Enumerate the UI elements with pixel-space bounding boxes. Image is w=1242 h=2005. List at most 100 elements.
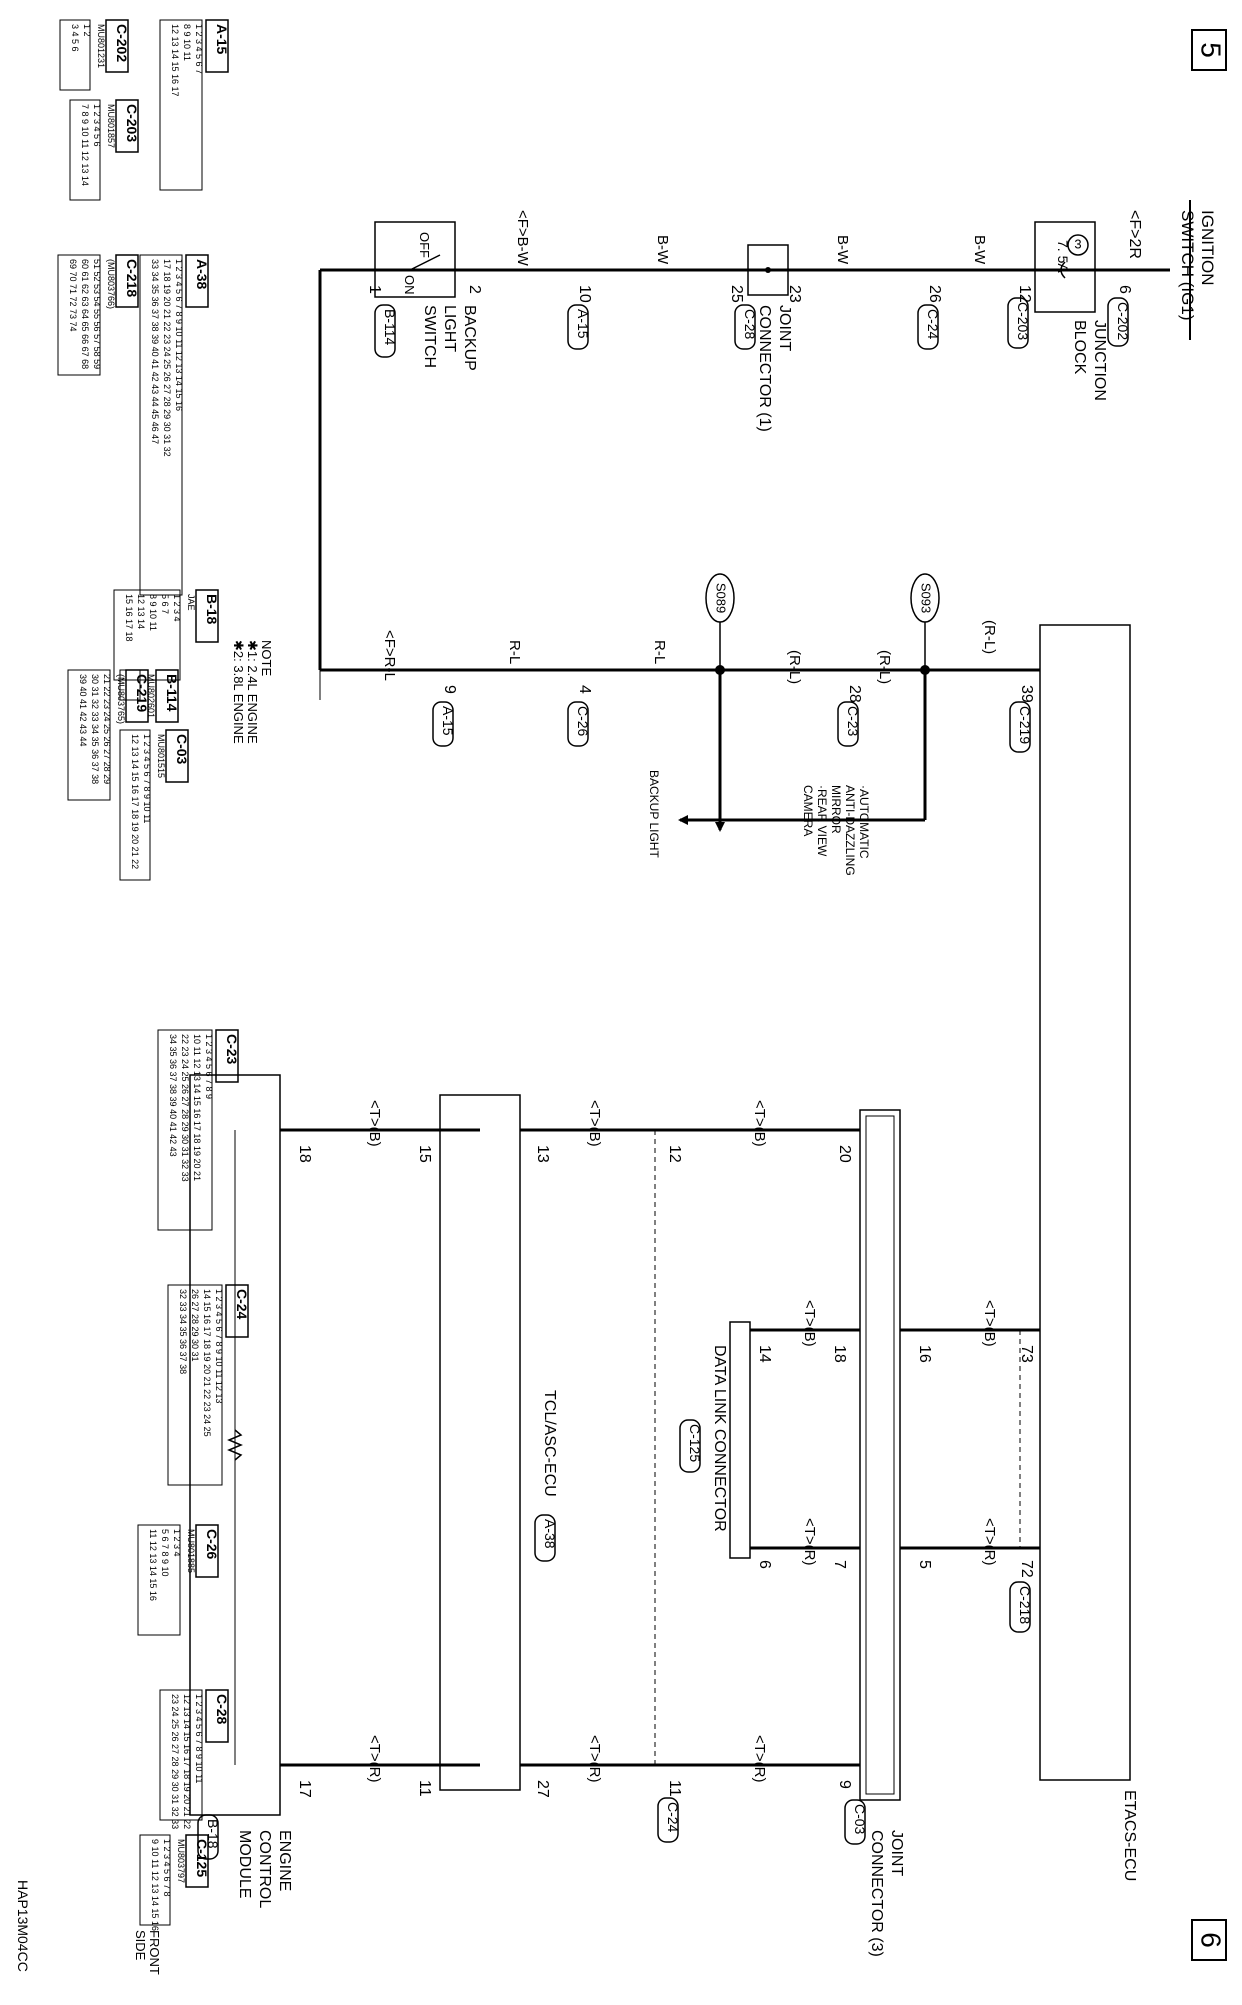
junction-block: 3 7. 5A JUNCTION BLOCK [1034, 221, 1108, 401]
page-number-top: 5 [1191, 29, 1227, 71]
pin-18b-label: 18 [296, 1145, 313, 1163]
svg-text:MODULE: MODULE [236, 1830, 253, 1898]
legend-pin-row: 60 61 62 63 64 65 66 67 68 [80, 259, 90, 369]
svg-text:JUNCTION: JUNCTION [1091, 320, 1108, 401]
legend-c219: C-219(MU803765)21 22 23 24 25 26 27 28 2… [67, 669, 150, 801]
legend-pin-row: 69 70 71 72 73 74 [68, 259, 78, 332]
note-block: NOTE ✱1: 2.4L ENGINE ✱2: 3.8L ENGINE [231, 640, 274, 744]
svg-text:3: 3 [1074, 236, 1081, 251]
pin-12b-label: 12 [666, 1145, 683, 1163]
wire-color-fbw: <F>B-W [514, 210, 531, 267]
connector-tag-b114: B-114 [374, 304, 398, 358]
svg-text:·REAR VIEW: ·REAR VIEW [815, 785, 829, 857]
pin-9b-label: 9 [836, 1780, 853, 1789]
legend-part-number: MU801885 [186, 1529, 196, 1573]
pin-15-label: 15 [416, 1145, 433, 1163]
legend-title: C-218 [124, 259, 140, 297]
pin-25-label: 25 [728, 285, 745, 303]
svg-text:ENGINE: ENGINE [276, 1830, 293, 1891]
svg-text:SWITCH: SWITCH [421, 305, 438, 368]
connector-tag-a15-right: A-15 [432, 701, 456, 747]
connector-tag-c125-main: C-125 [679, 1419, 703, 1473]
legend-part-number: MU803797 [176, 1839, 186, 1883]
legend-connector-face [69, 99, 101, 201]
pin-7-label: 7 [831, 1560, 848, 1569]
legend-title: A-15 [214, 24, 230, 55]
legend-connector-face [167, 1284, 223, 1486]
svg-text:ON: ON [402, 275, 417, 295]
pin-28-label: 28 [846, 685, 863, 703]
legend-title: C-202 [114, 24, 130, 62]
pin-10-label: 10 [576, 285, 593, 303]
connector-tag-a38: A-38 [534, 1514, 558, 1562]
legend-title: C-03 [174, 734, 190, 765]
connector-tag-c218: C-218 [1009, 1581, 1033, 1633]
fuse-icon [1060, 261, 1066, 279]
legend-part-number: MU802601 [146, 674, 156, 718]
legend-pin-row: 32 33 34 35 36 37 38 [178, 1289, 188, 1374]
legend-title: C-23 [224, 1034, 240, 1065]
legend-part-number: MU801857 [106, 104, 116, 148]
legend-connector-face [67, 669, 111, 801]
legend-pin-row: 1 2 3 4 5 6 7 8 9 10 11 [142, 734, 152, 823]
pin-26-label: 26 [926, 285, 943, 303]
pin-9-label: 9 [441, 685, 458, 694]
legend-connector-face [139, 1834, 171, 1926]
svg-text:✱2: 3.8L ENGINE: ✱2: 3.8L ENGINE [231, 640, 246, 744]
wire-color-tb-2: <T>(B) [801, 1300, 818, 1347]
legend-title: C-28 [214, 1694, 230, 1725]
legend-c218: C-218(MU803766)51 52 53 54 55 56 57 58 5… [57, 254, 140, 376]
legend-pin-row: 51 52 53 54 55 56 57 58 59 [92, 259, 102, 369]
legend-pin-row: 33 34 35 36 37 38 39 40 41 42 43 44 45 4… [150, 259, 160, 444]
legend-c23: C-231 2 3 4 5 6 7 8 910 11 12 13 14 15 1… [157, 1029, 240, 1231]
wire-color-tr-4: <T>(R) [586, 1735, 603, 1783]
legend-pin-row: 30 31 32 33 34 35 36 37 38 [90, 674, 100, 784]
svg-text:C-28: C-28 [742, 309, 758, 340]
svg-text:ANTI-DAZZLING: ANTI-DAZZLING [843, 785, 857, 876]
wire-color-bw-1: B-W [971, 235, 988, 265]
legend-pin-row: 1 2 3 4 5 6 7 8 9 10 11 12 13 14 15 16 [174, 259, 184, 411]
legend-pin-row: 12 13 14 15 16 17 18 19 20 21 22 [182, 1694, 192, 1829]
auto-mirror-label: ·AUTOMATIC ANTI-DAZZLING MIRROR ·REAR VI… [801, 785, 871, 876]
legend-title: C-125 [194, 1839, 210, 1877]
svg-text:7. 5A: 7. 5A [1055, 240, 1071, 273]
wire-color-tb-4: <T>(B) [586, 1100, 603, 1147]
svg-text:IGNITION: IGNITION [1198, 210, 1217, 286]
legend-title: C-26 [204, 1529, 220, 1560]
legend-pin-row: 5 6 7 [160, 594, 170, 614]
legend-pin-row: 14 15 16 17 18 19 20 21 22 23 24 25 [202, 1289, 212, 1437]
svg-text:C-202: C-202 [1115, 302, 1131, 340]
pin-16-label: 16 [916, 1345, 933, 1363]
joint-connector-3: JOINT CONNECTOR (3) [859, 1109, 905, 1957]
legend-pin-row: 12 13 14 [136, 594, 146, 629]
svg-text:✱1: 2.4L ENGINE: ✱1: 2.4L ENGINE [245, 640, 260, 744]
pin-27-label: 27 [534, 1780, 551, 1798]
page-number-bottom: 6 [1191, 1919, 1227, 1961]
pin-1-label: 1 [366, 285, 383, 294]
svg-text:NOTE: NOTE [259, 640, 274, 676]
pin-5-label: 5 [916, 1560, 933, 1569]
legend-connector-face [119, 729, 151, 881]
data-link-connector: DATA LINK CONNECTOR [711, 1321, 751, 1559]
legend-part-number: MU801231 [96, 24, 106, 68]
connector-tag-c23-left: C-23 [837, 701, 861, 747]
svg-text:S089: S089 [714, 583, 729, 613]
pin-17-label: 17 [296, 1780, 313, 1798]
legend-pin-row: 26 27 28 29 30 31 [190, 1289, 200, 1362]
svg-text:S093: S093 [919, 583, 934, 613]
legend-pin-row: 21 22 23 24 25 26 27 28 29 [102, 674, 112, 784]
connector-tag-c26: C-26 [567, 701, 591, 747]
legend-pin-row: 1 2 3 4 5 6 7 8 [162, 1839, 172, 1897]
pin-23-label: 23 [786, 285, 803, 303]
ignition-switch: IGNITION SWITCH (IG1) [1178, 200, 1217, 340]
engine-control-module: ENGINE CONTROL MODULE [189, 1074, 293, 1908]
svg-text:C-26: C-26 [575, 706, 591, 737]
switch-contact-icon [409, 254, 441, 271]
legend-part-number: (MU803765) [116, 674, 126, 724]
